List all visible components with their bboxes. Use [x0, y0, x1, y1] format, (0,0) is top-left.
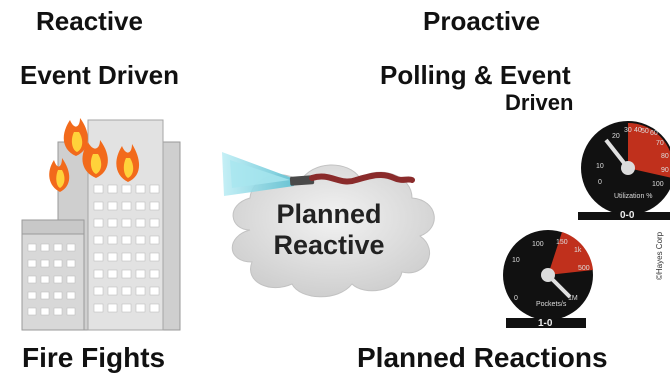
- cloud-text-line1: Planned: [276, 199, 381, 229]
- proactive-heading: Proactive: [423, 6, 541, 36]
- gauge2-label-500: 500: [578, 265, 590, 272]
- copyright-text: ©Hayes Corp: [655, 231, 664, 280]
- flame-icon: [49, 118, 140, 192]
- burning-building-icon: [21, 118, 181, 331]
- gauge1-label-70: 70: [656, 140, 664, 147]
- gauge1-label-90: 90: [661, 167, 669, 174]
- gauge1-label-40: 40: [634, 127, 642, 134]
- reactive-heading: Reactive: [36, 6, 143, 36]
- packets-gauge: 100 150 1k 10 500 0 1M Pockets/s 1-0: [503, 230, 593, 329]
- gauge1-label-80: 80: [661, 153, 669, 160]
- event-driven-subheading: Event Driven: [20, 60, 179, 90]
- cloud-text-line2: Reactive: [273, 230, 384, 260]
- gauge1-label-30: 30: [624, 127, 632, 134]
- gauge2-label-1k: 1k: [574, 247, 582, 254]
- fire-fights-caption: Fire Fights: [22, 342, 166, 373]
- planned-reactions-caption: Planned Reactions: [357, 342, 608, 373]
- cloud-shape: Planned Reactive: [231, 164, 435, 298]
- gauge1-label-100: 100: [652, 181, 664, 188]
- gauge1-unit: Utilization %: [614, 193, 653, 200]
- gauge1-plate: 0-0: [620, 210, 635, 221]
- gauge2-label-0: 0: [514, 295, 518, 302]
- gauge2-label-1m: 1M: [568, 295, 578, 302]
- gauge1-label-60: 60: [650, 130, 658, 137]
- fire-hose-icon: [222, 152, 415, 196]
- gauge1-label-0: 0: [598, 179, 602, 186]
- gauge1-label-10: 10: [596, 163, 604, 170]
- polling-event-subheading: Polling & Event: [380, 60, 571, 90]
- gauge2-label-150: 150: [556, 239, 568, 246]
- driven-subheading: Driven: [505, 90, 574, 115]
- gauge1-label-20: 20: [612, 133, 620, 140]
- gauge2-unit: Pockets/s: [536, 301, 567, 308]
- gauge1-label-50: 50: [641, 128, 649, 135]
- gauge2-label-100: 100: [532, 241, 544, 248]
- utilization-gauge: 20 30 40 50 60 70 80 90 10 0 100 Utiliza…: [578, 121, 670, 221]
- gauge2-plate: 1-0: [538, 318, 553, 329]
- gauge2-label-10: 10: [512, 257, 520, 264]
